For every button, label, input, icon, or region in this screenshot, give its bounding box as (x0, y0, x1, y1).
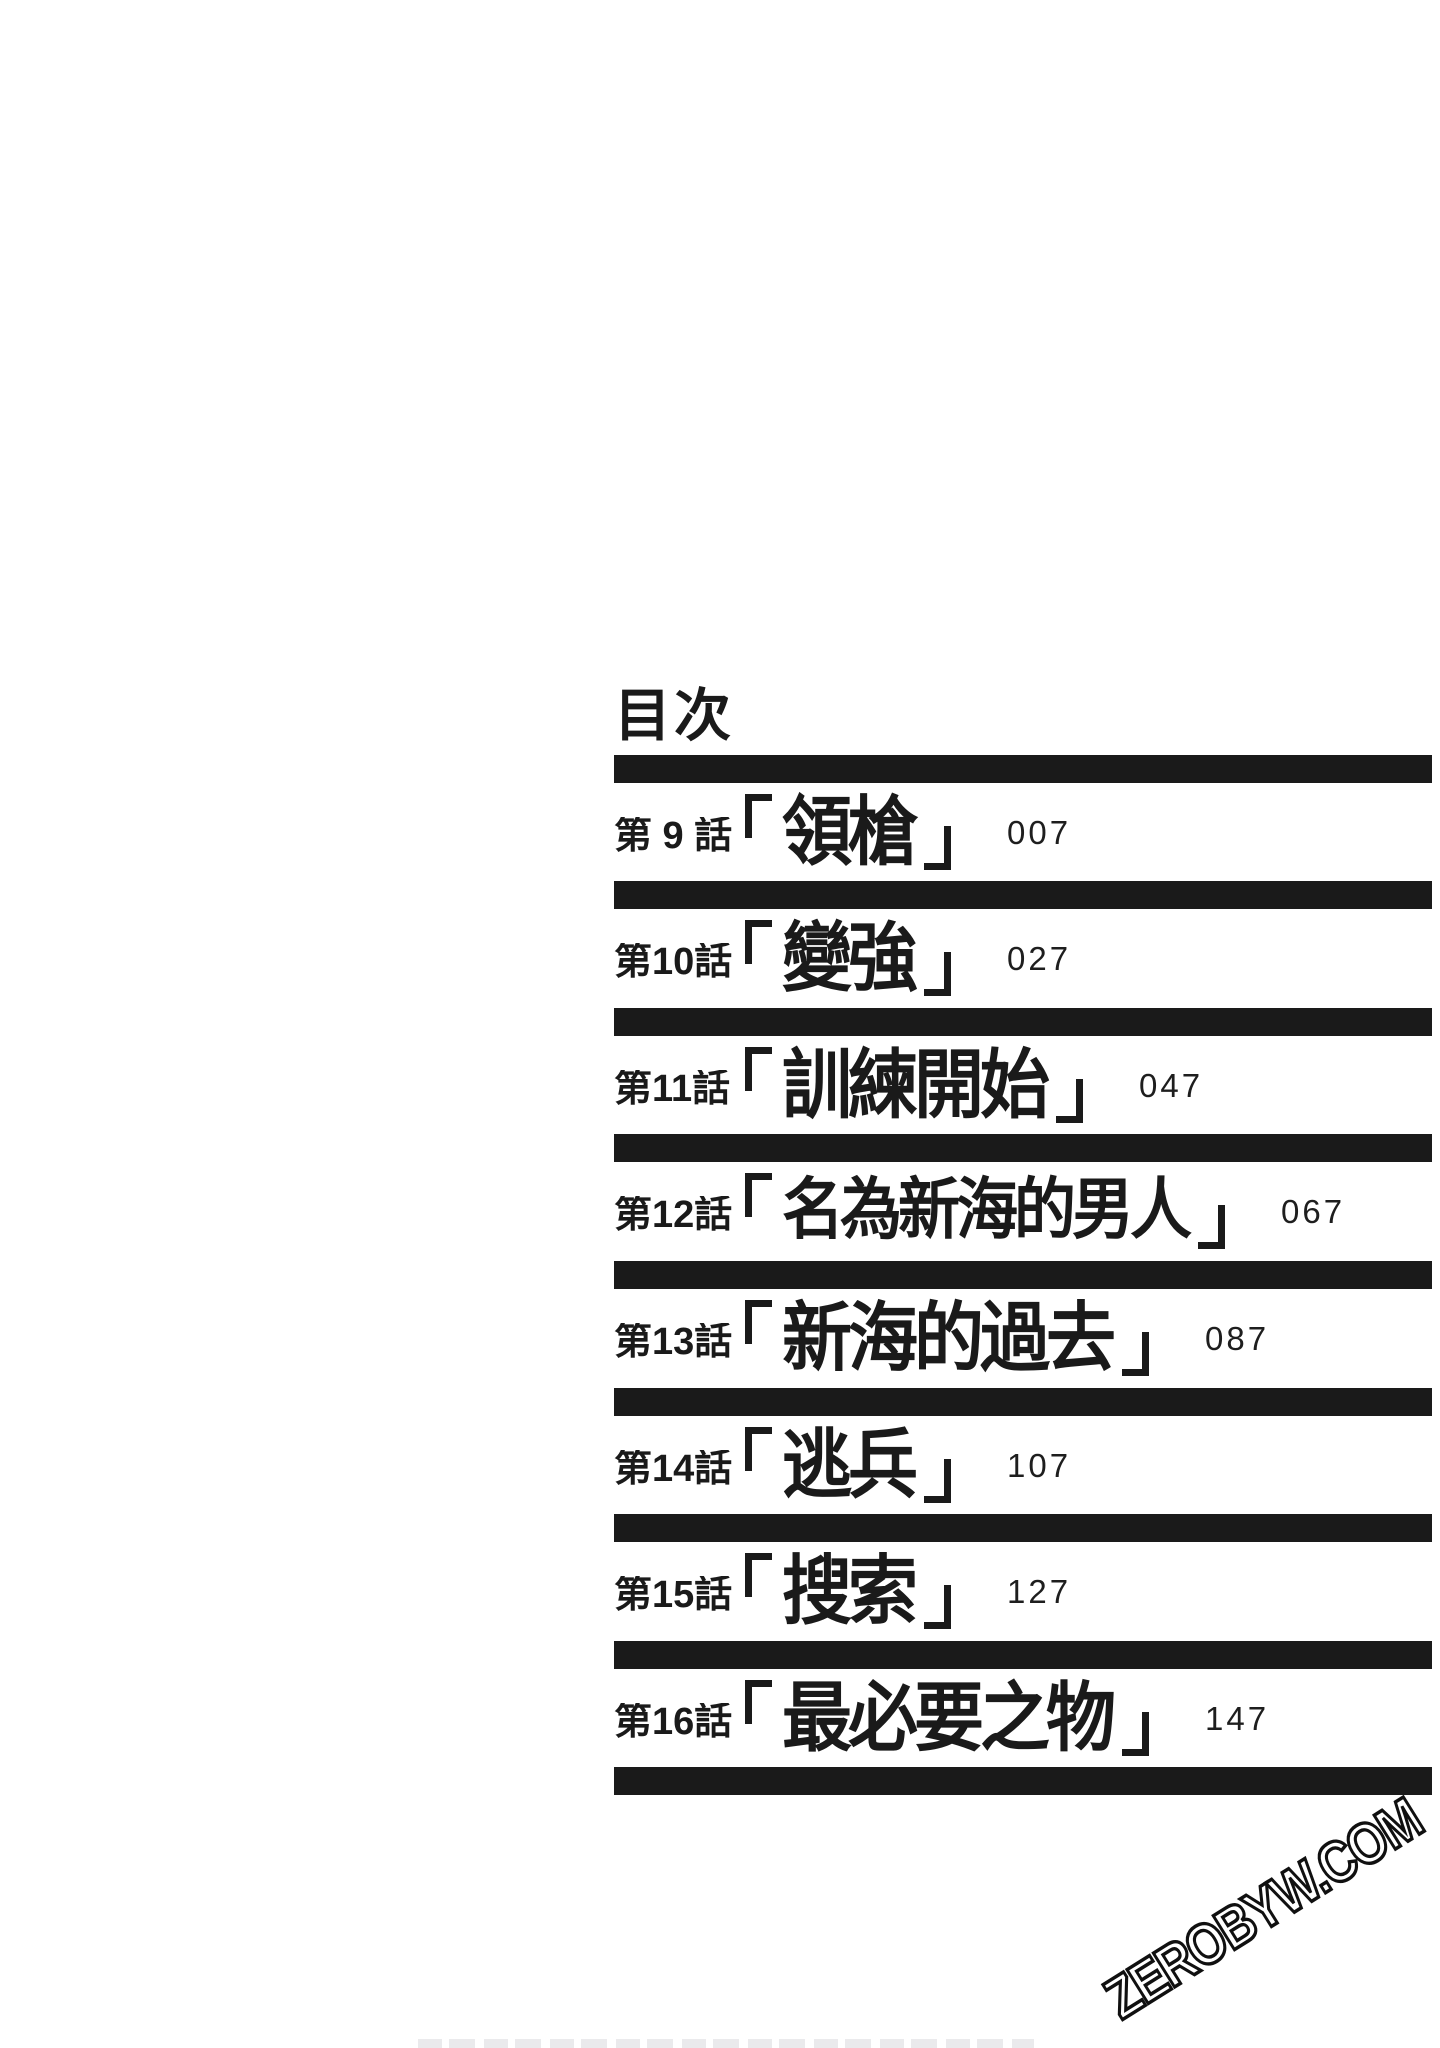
close-corner-bracket-icon (1198, 1205, 1226, 1249)
chapter-title-text: 名為新海的男人 (782, 1173, 1192, 1248)
page-number: 107 (1007, 1446, 1072, 1484)
page-number: 087 (1205, 1319, 1270, 1357)
close-corner-bracket-icon (924, 952, 951, 996)
close-corner-bracket-icon (924, 826, 951, 870)
chapter-title-text: 逃兵 (782, 1422, 918, 1508)
chapter-title: 變強 (745, 919, 951, 997)
chapter-label: 第10話 (614, 943, 733, 981)
separator-bar (614, 881, 1432, 909)
separator-bar (614, 1134, 1432, 1162)
chapter-title: 最必要之物 (745, 1679, 1149, 1757)
chapter-label: 第13話 (614, 1323, 733, 1361)
chapter-title-text: 搜索 (782, 1548, 918, 1634)
page-number: 127 (1007, 1572, 1072, 1610)
chapter-title-text: 新海的過去 (782, 1295, 1116, 1381)
separator-bar (614, 1767, 1432, 1795)
separator-bar (614, 1388, 1432, 1416)
chapter-title: 領槍 (745, 793, 951, 871)
chapter-title-text: 領槍 (782, 789, 918, 875)
open-corner-bracket-icon (745, 1300, 772, 1344)
separator-bar (614, 1514, 1432, 1542)
chapter-title: 搜索 (745, 1552, 951, 1630)
open-corner-bracket-icon (745, 1427, 772, 1471)
chapter-title-text: 訓練開始 (782, 1042, 1050, 1128)
separator-bar (614, 1008, 1432, 1036)
chapter-label: 第15話 (614, 1576, 733, 1614)
chapter-label: 第14話 (614, 1450, 733, 1488)
separator-bar (614, 1641, 1432, 1669)
site-watermark: ZEROBYW.COM (1092, 1784, 1434, 2033)
separator-bar (614, 1261, 1432, 1289)
chapter-label: 第11話 (614, 1070, 731, 1108)
page-number: 027 (1007, 939, 1072, 977)
toc-entry: 第15話 搜索 127 (614, 1542, 1440, 1640)
page-number: 067 (1281, 1192, 1346, 1230)
toc-entry: 第13話 新海的過去 087 (614, 1289, 1440, 1387)
close-corner-bracket-icon (1122, 1712, 1149, 1756)
toc-entry: 第12話 名為新海的男人 067 (614, 1162, 1440, 1260)
chapter-label: 第 9 話 (614, 817, 733, 855)
chapter-title: 名為新海的男人 (745, 1172, 1226, 1250)
open-corner-bracket-icon (745, 1680, 772, 1724)
chapter-title-text: 最必要之物 (782, 1675, 1116, 1761)
separator-bar (614, 755, 1432, 783)
toc-entry: 第16話 最必要之物 147 (614, 1669, 1440, 1767)
toc-entry: 第11話 訓練開始 047 (614, 1036, 1440, 1134)
page-number: 047 (1139, 1066, 1204, 1104)
close-corner-bracket-icon (924, 1459, 951, 1503)
close-corner-bracket-icon (924, 1585, 951, 1629)
cutoff-footer-text-strip (418, 2039, 1034, 2048)
chapter-label: 第12話 (614, 1196, 733, 1234)
chapter-title: 訓練開始 (745, 1046, 1083, 1124)
page-number: 147 (1205, 1699, 1270, 1737)
open-corner-bracket-icon (745, 1047, 772, 1091)
chapter-title: 新海的過去 (745, 1299, 1149, 1377)
close-corner-bracket-icon (1056, 1079, 1083, 1123)
close-corner-bracket-icon (1122, 1332, 1149, 1376)
chapter-title: 逃兵 (745, 1426, 951, 1504)
chapter-label: 第16話 (614, 1703, 733, 1741)
open-corner-bracket-icon (745, 1553, 772, 1597)
toc-entry: 第 9 話 領槍 007 (614, 783, 1440, 881)
toc-entry: 第10話 變強 027 (614, 909, 1440, 1007)
page-title: 目次 (614, 684, 734, 748)
open-corner-bracket-icon (745, 920, 772, 964)
page-number: 007 (1007, 813, 1072, 851)
open-corner-bracket-icon (745, 1173, 772, 1217)
open-corner-bracket-icon (745, 794, 772, 838)
toc-entry: 第14話 逃兵 107 (614, 1416, 1440, 1514)
chapter-title-text: 變強 (782, 915, 918, 1001)
